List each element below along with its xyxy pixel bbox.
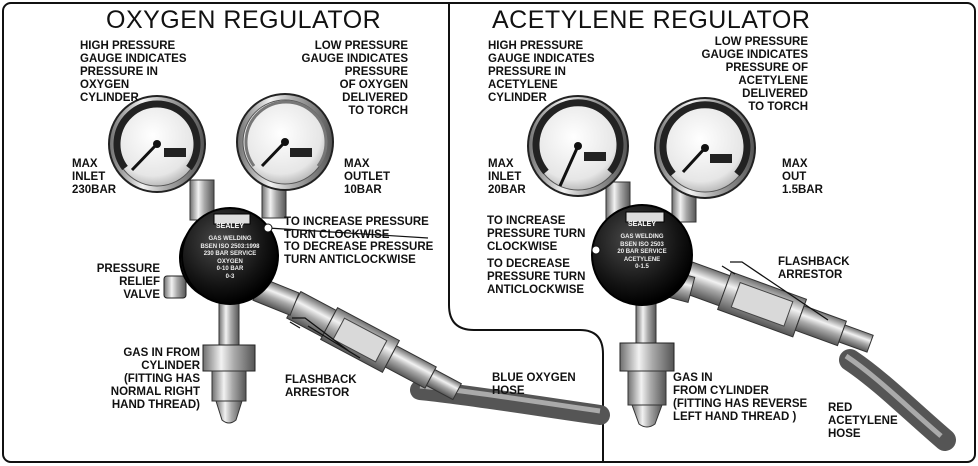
oxygen-low-pressure-gauge bbox=[236, 93, 334, 191]
oxygen-max-inlet-label: MAX INLET 230BAR bbox=[72, 158, 117, 196]
acetylene-max-inlet-label: MAX INLET 20BAR bbox=[488, 158, 526, 196]
acetylene-max-out-label: MAX OUT 1.5BAR bbox=[782, 158, 823, 196]
acetylene-knob-text: GAS WELDING BSEN ISO 2503 20 BAR SERVICE… bbox=[617, 234, 667, 270]
acetylene-hose-label: RED ACETYLENE HOSE bbox=[828, 402, 898, 440]
acetylene-gas-in-label: GAS IN FROM CYLINDER (FITTING HAS REVERS… bbox=[673, 372, 808, 423]
oxygen-flashback-label: FLASHBACK ARRESTOR bbox=[285, 374, 357, 399]
oxygen-gas-in-label: GAS IN FROM CYLINDER (FITTING HAS NORMAL… bbox=[110, 347, 200, 411]
acetylene-adjustment-knob bbox=[591, 204, 693, 306]
oxygen-high-pressure-label: HIGH PRESSURE GAUGE INDICATES PRESSURE I… bbox=[80, 40, 187, 104]
acetylene-inlet-nut bbox=[619, 342, 675, 372]
oxygen-knob-text: GAS WELDING BSEN ISO 2503:1998 230 BAR S… bbox=[200, 236, 260, 280]
acetylene-high-pressure-gauge bbox=[527, 95, 629, 197]
acetylene-knob-brand: SEALEY bbox=[627, 221, 656, 228]
oxygen-knob-brand: SEALEY bbox=[215, 223, 244, 230]
acetylene-flashback-arrestor bbox=[680, 261, 874, 353]
oxygen-flashback-arrestor bbox=[286, 290, 463, 401]
acetylene-flashback-bracket bbox=[721, 261, 829, 321]
oxygen-flashback-bracket bbox=[289, 317, 361, 359]
oxygen-relief-valve-label: PRESSURE RELIEF VALVE bbox=[96, 263, 160, 301]
oxygen-title: OXYGEN REGULATOR bbox=[106, 6, 382, 34]
acetylene-regulator-drawing bbox=[527, 95, 956, 451]
oxygen-decrease-label: TO DECREASE PRESSURE TURN ANTICLOCKWISE bbox=[284, 241, 434, 266]
oxygen-max-outlet-label: MAX OUTLET 10BAR bbox=[344, 158, 390, 196]
oxygen-increase-label: TO INCREASE PRESSURE TURN CLOCKWISE bbox=[284, 216, 429, 241]
oxygen-inlet-nut bbox=[202, 344, 256, 372]
panel-divider bbox=[448, 4, 604, 461]
acetylene-title: ACETYLENE REGULATOR bbox=[492, 6, 811, 34]
oxygen-adjustment-knob bbox=[181, 207, 279, 305]
acetylene-decrease-label: TO DECREASE PRESSURE TURN ANTICLOCKWISE bbox=[487, 258, 586, 296]
acetylene-flashback-label: FLASHBACK ARRESTOR bbox=[778, 256, 850, 281]
oxygen-low-pressure-label: LOW PRESSURE GAUGE INDICATES PRESSURE OF… bbox=[301, 40, 409, 117]
oxygen-high-pressure-gauge bbox=[108, 95, 206, 193]
acetylene-increase-label: TO INCREASE PRESSURE TURN CLOCKWISE bbox=[487, 215, 586, 253]
oxygen-relief-valve bbox=[163, 275, 187, 299]
acetylene-low-pressure-gauge bbox=[654, 97, 756, 199]
acetylene-low-pressure-label: LOW PRESSURE GAUGE INDICATES PRESSURE OF… bbox=[701, 36, 809, 113]
oxygen-hose-label: BLUE OXYGEN HOSE bbox=[492, 372, 576, 397]
acetylene-high-pressure-label: HIGH PRESSURE GAUGE INDICATES PRESSURE I… bbox=[488, 40, 595, 104]
oxygen-regulator-drawing bbox=[108, 93, 610, 425]
